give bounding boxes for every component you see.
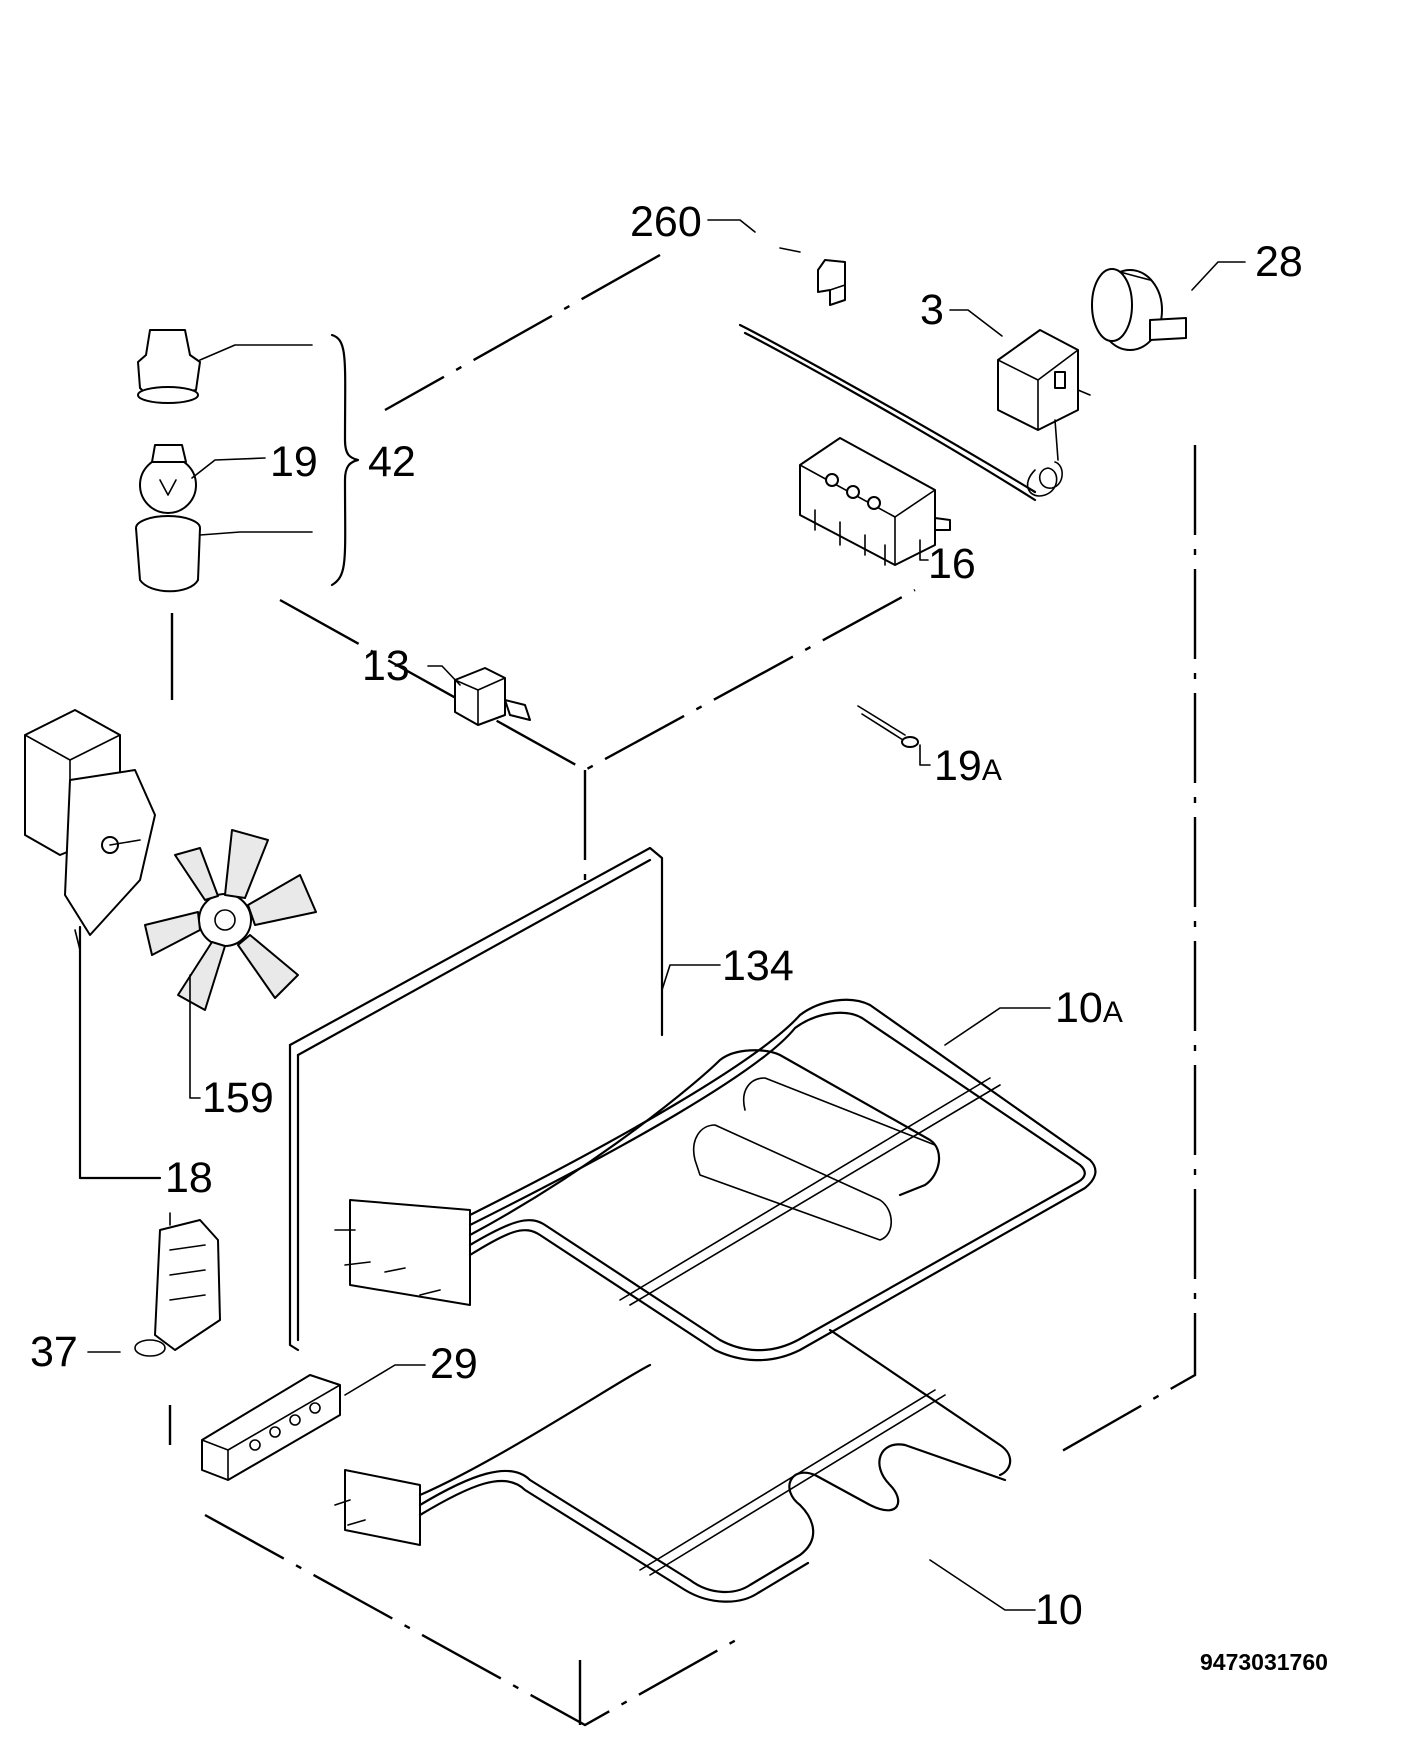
callout-labels: 260 28 3 19 42 16 13 19A 134 10A 159 18 … bbox=[30, 198, 1328, 1675]
callout-10a: 10A bbox=[1055, 984, 1123, 1032]
callout-18: 18 bbox=[165, 1154, 213, 1202]
door-lock-part-37 bbox=[134, 1219, 221, 1357]
callout-37: 37 bbox=[30, 1328, 78, 1376]
leader-lines bbox=[78, 219, 1246, 1611]
lamp-switch-part-13 bbox=[454, 667, 531, 726]
callout-134: 134 bbox=[722, 942, 794, 990]
fan-motor-part-18 bbox=[24, 709, 156, 951]
selector-switch-part-16 bbox=[799, 437, 951, 566]
sensor-part-19a bbox=[857, 705, 919, 748]
knob-adaptor-part-28 bbox=[1091, 268, 1187, 351]
callout-19a-suffix: A bbox=[982, 754, 1002, 787]
fan-blade-part-159 bbox=[144, 829, 317, 1011]
callout-42: 42 bbox=[368, 438, 416, 486]
callout-19a-number: 19 bbox=[934, 742, 982, 790]
callout-19: 19 bbox=[270, 438, 318, 486]
top-grill-element-part-10a bbox=[334, 998, 1097, 1362]
clip-part-260 bbox=[779, 247, 846, 306]
rear-panel-part-134 bbox=[288, 846, 664, 1352]
callout-13: 13 bbox=[362, 642, 410, 690]
callout-159: 159 bbox=[202, 1074, 274, 1122]
document-number: 9473031760 bbox=[1200, 1649, 1328, 1675]
callout-29: 29 bbox=[430, 1340, 478, 1388]
callout-3: 3 bbox=[920, 286, 944, 334]
terminal-block-part-29 bbox=[201, 1374, 341, 1481]
callout-16: 16 bbox=[928, 540, 976, 588]
callout-10a-suffix: A bbox=[1103, 996, 1123, 1029]
lamp-assembly-part-42 bbox=[135, 329, 360, 593]
callout-10a-number: 10 bbox=[1055, 984, 1103, 1032]
oven-cavity-outline bbox=[168, 253, 1197, 1727]
callout-19a: 19A bbox=[934, 742, 1002, 790]
callout-10: 10 bbox=[1035, 1586, 1083, 1634]
bottom-element-part-10 bbox=[334, 1328, 1012, 1603]
callout-260: 260 bbox=[630, 198, 702, 246]
callout-28: 28 bbox=[1255, 238, 1303, 286]
thermostat-part-3 bbox=[738, 323, 1091, 502]
